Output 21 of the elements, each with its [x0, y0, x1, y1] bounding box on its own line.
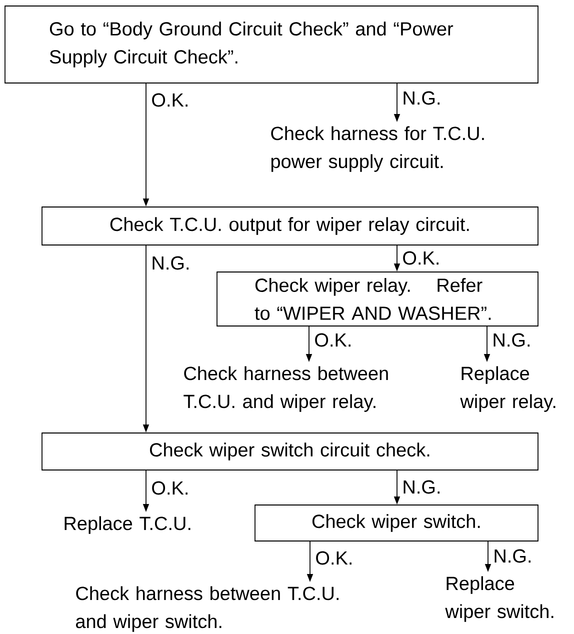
edge-label: O.K. [401, 250, 442, 266]
edge-label: O.K. [150, 480, 190, 496]
process-box: Check wiper relay. Refer to “WIPER AND WASHER”. [216, 272, 538, 326]
edge-label: N.G. [491, 332, 532, 348]
result-text: Replace T.C.U. [64, 516, 190, 534]
edge-label: O.K. [313, 332, 354, 348]
edge-label: N.G. [150, 255, 192, 271]
process-box: Check wiper switch circuit check. [42, 432, 538, 470]
edge-label: N.G. [492, 548, 534, 564]
result-text: Check harness for T.C.U. power supply circuit. [271, 126, 484, 172]
result-text: Replace wiper relay. [460, 366, 556, 412]
result-text: Check harness between T.C.U. and wiper relay. [184, 366, 388, 412]
process-box: Go to “Body Ground Circuit Check” and “Power Supply Circuit Check”. [4, 6, 538, 84]
result-text: Check harness between T.C.U. and wiper switch. [76, 586, 338, 632]
process-box: Check T.C.U. output for wiper relay circuit. [42, 206, 538, 246]
process-box: Check wiper switch. [254, 504, 538, 542]
edge-label: N.G. [401, 90, 442, 106]
edge-label: O.K. [150, 92, 190, 108]
edge-label: N.G. [401, 479, 442, 495]
edge-label: O.K. [314, 550, 354, 566]
result-text: Replace wiper switch. [445, 576, 554, 622]
